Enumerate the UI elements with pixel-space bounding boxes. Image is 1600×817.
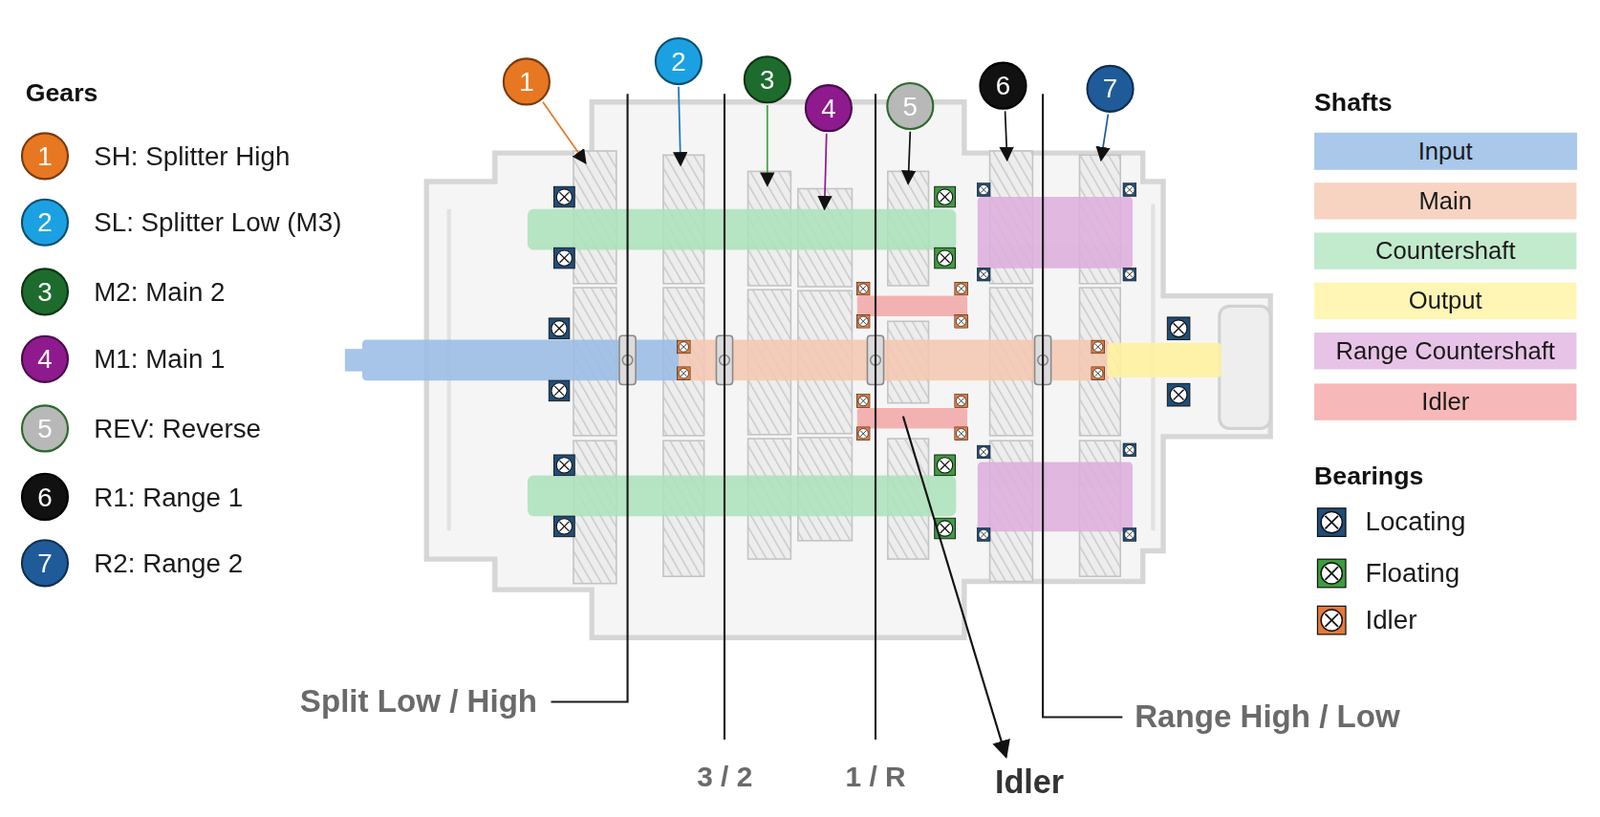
- legend-text: Input: [1314, 132, 1577, 170]
- legend-text: Range Countershaft: [1314, 332, 1577, 369]
- shift-label: 3 / 2: [696, 760, 753, 794]
- legend-text: Idler: [1314, 383, 1577, 420]
- shift-label: Range High / Low: [1134, 698, 1401, 736]
- legend-text: Output: [1314, 282, 1577, 320]
- callout-number: 7: [1085, 64, 1135, 113]
- callout-number: 6: [20, 472, 69, 521]
- callout-number: 5: [20, 404, 69, 454]
- callout-number: 7: [20, 539, 69, 588]
- gear-name: M1: Main 1: [93, 334, 225, 384]
- shift-label: Idler: [994, 762, 1064, 800]
- callout-circle: 2: [653, 36, 703, 86]
- shaft-swatch: Main: [1314, 182, 1577, 219]
- callout-circle: 4: [803, 84, 853, 133]
- shaft-swatch: Input: [1314, 132, 1577, 170]
- callout-circle: 4M1: Main 1: [20, 334, 69, 384]
- callout-circle: 3M2: Main 2: [20, 267, 69, 317]
- gear-name: REV: Reverse: [93, 404, 261, 454]
- callout-circle: 5: [886, 81, 935, 130]
- callout-number: 4: [20, 334, 69, 384]
- legend-text: Locating: [1364, 507, 1466, 539]
- callout-number: 3: [742, 55, 792, 105]
- gear-name: M2: Main 2: [93, 267, 225, 317]
- callout-circle: 3: [742, 55, 792, 105]
- callout-number: 1: [501, 57, 551, 107]
- gear-name: R2: Range 2: [93, 539, 243, 588]
- callout-number: 6: [978, 61, 1028, 110]
- shift-label: 1 / R: [845, 760, 907, 794]
- section-heading: Gears: [25, 77, 99, 108]
- callout-circle: 6R1: Range 1: [20, 472, 69, 521]
- legend-text: Main: [1314, 182, 1577, 219]
- shaft-swatch: Idler: [1314, 383, 1577, 420]
- callout-circle: 6: [978, 61, 1028, 110]
- shaft-swatch: Output: [1314, 282, 1577, 320]
- shift-label: Split Low / High: [300, 683, 538, 720]
- section-heading: Bearings: [1314, 460, 1424, 491]
- callout-number: 4: [803, 84, 853, 133]
- callout-number: 5: [886, 81, 935, 130]
- gear-name: SH: Splitter High: [93, 131, 290, 181]
- callout-number: 2: [20, 197, 69, 247]
- gear-name: R1: Range 1: [93, 472, 243, 521]
- callout-circle: 7: [1085, 64, 1135, 113]
- legend-text: Floating: [1364, 558, 1460, 589]
- callout-circle: 7R2: Range 2: [20, 539, 69, 588]
- section-heading: Shafts: [1314, 86, 1393, 117]
- shaft-swatch: Countershaft: [1314, 232, 1577, 269]
- legend-text: Idler: [1364, 605, 1417, 636]
- callout-circle: 1SH: Splitter High: [20, 131, 69, 181]
- callout-circle: 5REV: Reverse: [20, 404, 69, 454]
- callout-number: 2: [653, 36, 703, 86]
- legend-text: Countershaft: [1314, 232, 1577, 269]
- callout-number: 3: [20, 267, 69, 317]
- callout-number: 1: [20, 131, 69, 181]
- shaft-swatch: Range Countershaft: [1314, 332, 1577, 369]
- callout-circle: 1: [501, 57, 551, 107]
- gear-name: SL: Splitter Low (M3): [93, 197, 342, 247]
- callout-circle: 2SL: Splitter Low (M3): [20, 197, 69, 247]
